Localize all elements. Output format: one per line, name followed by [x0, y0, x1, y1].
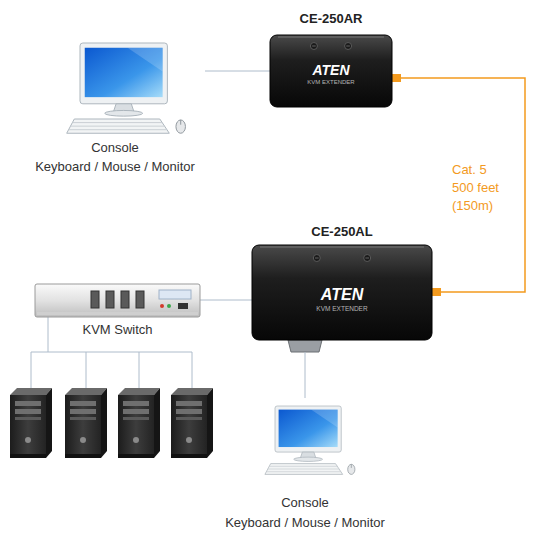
product-type: KVM EXTENDER: [307, 79, 354, 87]
extender-body: [270, 35, 392, 107]
mouse-button: [351, 464, 352, 468]
kvm-shape: [35, 284, 200, 317]
keyboard-row: [268, 469, 339, 470]
model-label: CE-250AL: [311, 224, 372, 240]
wire: [48, 317, 49, 352]
keyboard-row: [71, 126, 165, 127]
brand-logo: ATEN: [312, 62, 349, 80]
computer-tower: [10, 388, 52, 458]
connection-line: [305, 352, 306, 398]
kvm-port-button: [136, 291, 144, 308]
connection-line: [205, 71, 270, 72]
kvm-port-button: [91, 291, 99, 308]
keyboard: [265, 464, 343, 475]
extender-unit: CE-250ARATENKVM EXTENDER: [270, 35, 392, 107]
switch-label: KVM Switch: [82, 322, 152, 338]
monitor-screen: [85, 48, 163, 97]
keyboard-row: [72, 122, 162, 123]
computer-tower: [118, 388, 160, 458]
cable-label: Cat. 5 500 feet (150m): [452, 161, 508, 215]
extender-body: [252, 245, 432, 340]
monitor-base: [294, 457, 323, 461]
keyboard-row: [266, 471, 341, 472]
console-label: Console: [281, 495, 329, 511]
console-shape: [200, 398, 410, 535]
rj45-plug: [432, 288, 441, 296]
monitor-illustration: [265, 406, 355, 474]
extender-knob: [364, 255, 371, 262]
console-label: Console: [91, 140, 139, 156]
computer-tower: [171, 388, 213, 458]
monitor-base: [105, 110, 143, 116]
kvm-port-button: [106, 291, 114, 308]
extender-knob: [345, 43, 352, 50]
mouse-button: [180, 120, 181, 125]
extender-knob-mark: [346, 46, 350, 47]
extender-knob: [310, 43, 317, 50]
extender-highlight: [260, 247, 424, 248]
monitor-screen: [279, 410, 338, 447]
kvm-computer-wires: [31, 317, 192, 390]
kvm-port-button: [121, 291, 129, 308]
wire: [31, 352, 192, 353]
wire: [192, 352, 193, 390]
monitor-glare: [128, 48, 163, 72]
connection-line: [200, 300, 252, 301]
extender-knob-mark: [365, 258, 369, 259]
monitor-illustration: [67, 43, 186, 133]
kvm-badge: [159, 290, 191, 299]
extender-knob-mark: [315, 258, 319, 259]
extender-unit: CE-250ALATENKVM EXTENDER: [252, 245, 432, 340]
keyboard: [67, 119, 170, 133]
model-label: CE-250AR: [300, 11, 363, 27]
kvm-body: [35, 284, 200, 317]
keyboard-row: [269, 466, 337, 467]
kvm-led: [160, 304, 164, 308]
vga-port: [288, 340, 322, 352]
kvm-front-band: [37, 312, 198, 315]
wire: [31, 352, 32, 390]
monitor-bezel: [275, 406, 341, 452]
extender-highlight: [278, 37, 384, 38]
kvm-switch: KVM Switch: [35, 284, 200, 317]
wire: [86, 352, 87, 390]
product-type: KVM EXTENDER: [316, 305, 367, 313]
mouse: [176, 120, 186, 133]
monitor-bezel: [80, 43, 167, 104]
console-node: ConsoleKeyboard / Mouse / Monitor: [25, 40, 205, 175]
console-description: Keyboard / Mouse / Monitor: [35, 159, 195, 175]
brand-logo: ATEN: [321, 285, 363, 305]
kvm-usb-port: [178, 303, 188, 309]
kvm-led: [167, 304, 171, 308]
extender-knob: [313, 255, 320, 262]
wire: [139, 352, 140, 390]
mouse: [348, 464, 355, 474]
console-description: Keyboard / Mouse / Monitor: [225, 515, 385, 531]
monitor-glare: [311, 410, 338, 428]
keyboard-row: [69, 129, 167, 130]
console-node: ConsoleKeyboard / Mouse / Monitor: [200, 398, 410, 535]
computer-tower: [65, 388, 107, 458]
extender-knob-mark: [312, 46, 316, 47]
